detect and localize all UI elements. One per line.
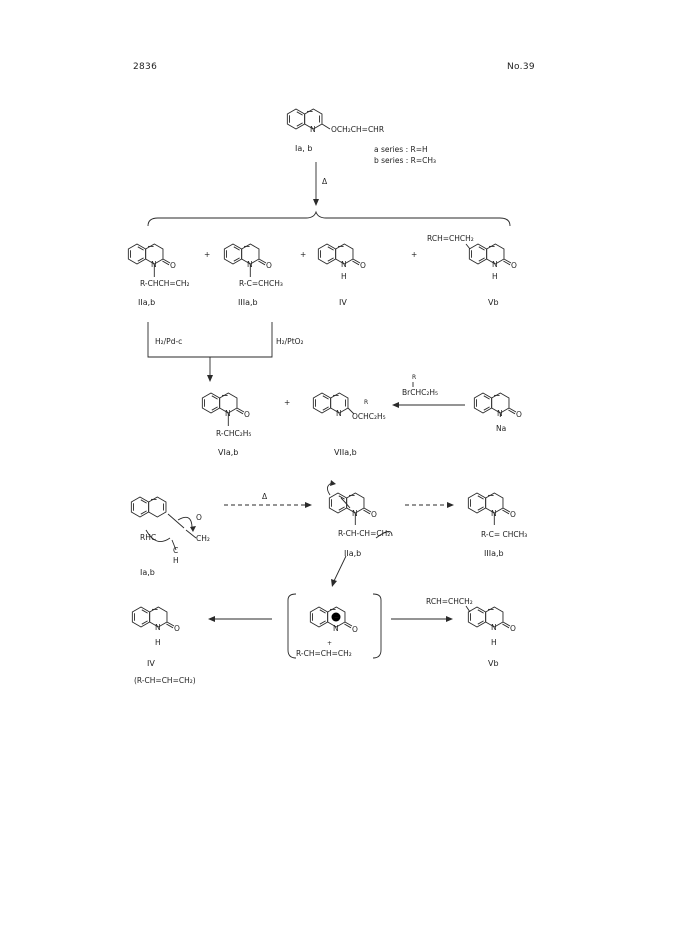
series-b: b series : R=CH₃ bbox=[374, 156, 436, 165]
ring-O: O bbox=[266, 261, 272, 270]
start-label: Ia, b bbox=[295, 144, 312, 153]
comp4-label: IV bbox=[339, 298, 347, 307]
start-substituent: OCH₂CH=CHR bbox=[331, 125, 384, 134]
ring-N: N bbox=[491, 509, 497, 518]
mechanism-intermediate-structure bbox=[327, 480, 393, 539]
ring-O: O bbox=[510, 624, 516, 633]
product-Vb-sub: RCH=CHCH₂ bbox=[426, 597, 473, 606]
ring-O: O bbox=[510, 510, 516, 519]
ring-N: N bbox=[310, 125, 316, 134]
product-IV-structure bbox=[132, 607, 174, 628]
mechanism-start-structure bbox=[131, 497, 197, 551]
ring-H: H bbox=[492, 272, 498, 281]
ring-O: O bbox=[516, 410, 522, 419]
ring-N: N bbox=[497, 409, 503, 418]
product-Vb-structure bbox=[465, 605, 510, 628]
comp6-substituent: R-CHC₂H₅ bbox=[216, 429, 251, 438]
compound-Ia-structure bbox=[287, 109, 331, 129]
mechanism-mid-sub: R-CH-CH=CH₂ bbox=[338, 529, 390, 538]
ring-O: O bbox=[174, 624, 180, 633]
bromide-R: R bbox=[412, 374, 416, 381]
arrow-mechanism-3 bbox=[333, 555, 347, 582]
product-brace bbox=[147, 210, 511, 227]
sodium-label: Na bbox=[496, 424, 506, 433]
ring-H: H bbox=[155, 638, 161, 647]
mechanism-start-label: Ia,b bbox=[140, 568, 155, 577]
mechanism-start-ch2: CH₂ bbox=[196, 534, 210, 543]
ring-O: O bbox=[352, 625, 358, 634]
ring-O: O bbox=[371, 510, 377, 519]
comp3-substituent: R-C=CHCH₃ bbox=[239, 279, 283, 288]
ring-O: O bbox=[244, 410, 250, 419]
ring-H: H bbox=[341, 272, 347, 281]
reagent-right: H₂/PtO₂ bbox=[276, 337, 304, 346]
comp3-label: IIIa,b bbox=[238, 298, 258, 307]
product-IV-label: IV bbox=[147, 659, 155, 668]
comp5-label: Vb bbox=[488, 298, 499, 307]
ring-N: N bbox=[341, 260, 347, 269]
ion-pair-bracket-right bbox=[372, 593, 382, 659]
ring-N: N bbox=[352, 509, 358, 518]
mechanism-right-structure bbox=[468, 493, 510, 525]
comp7-R: R bbox=[364, 399, 368, 406]
plus-4: + bbox=[284, 398, 290, 407]
sodium-salt-structure bbox=[474, 393, 516, 420]
comp6-label: VIa,b bbox=[218, 448, 238, 457]
ring-N: N bbox=[155, 623, 161, 632]
comp2-label: IIa,b bbox=[138, 298, 155, 307]
comp5-substituent: RCH=CHCH₂ bbox=[427, 234, 474, 243]
compound-IV-structure bbox=[318, 244, 360, 265]
page-number: 2836 bbox=[133, 62, 158, 72]
ion-pair-structure bbox=[310, 607, 352, 628]
ring-N: N bbox=[491, 623, 497, 632]
series-a: a series : R=H bbox=[374, 145, 428, 154]
ring-N: N bbox=[333, 624, 339, 633]
comp7-substituent: OCHC₂H₅ bbox=[352, 412, 386, 421]
ring-O: O bbox=[511, 261, 517, 270]
ring-O: O bbox=[170, 261, 176, 270]
ion-pair-plus: + bbox=[327, 640, 332, 647]
plus-3: + bbox=[411, 250, 417, 259]
ring-N: N bbox=[492, 260, 498, 269]
product-Vb-label: Vb bbox=[488, 659, 499, 668]
compound-IIa-structure bbox=[128, 244, 170, 277]
ion-pair-sub: R-CH=CH=CH₂ bbox=[296, 649, 352, 658]
mechanism-start-O: O bbox=[196, 513, 202, 522]
ion-pair-bracket-left bbox=[287, 593, 297, 659]
mechanism-start-c: C bbox=[173, 546, 178, 555]
ring-H: H bbox=[491, 638, 497, 647]
ring-O: O bbox=[360, 261, 366, 270]
ring-N: N bbox=[225, 409, 231, 418]
ring-N: N bbox=[336, 409, 342, 418]
compound-VIIa-structure bbox=[313, 393, 355, 415]
ring-N: N bbox=[151, 260, 157, 269]
mechanism-mid-label: IIa,b bbox=[344, 549, 361, 558]
mechanism-right-sub: R-C= CHCH₃ bbox=[481, 530, 527, 539]
mechanism-heat: Δ bbox=[262, 492, 268, 501]
compound-Vb-structure bbox=[465, 244, 511, 265]
comp7-label: VIIa,b bbox=[334, 448, 357, 457]
plus-2: + bbox=[300, 250, 306, 259]
compound-VIa-structure bbox=[202, 393, 244, 426]
bromide-reagent: BrCHC₂H₅ bbox=[402, 388, 438, 397]
ring-N: N bbox=[247, 260, 253, 269]
mechanism-start-rhc: RHC bbox=[140, 533, 156, 542]
plus-1: + bbox=[204, 250, 210, 259]
compound-IIIa-structure bbox=[224, 244, 266, 277]
reagent-left: H₂/Pd-c bbox=[155, 337, 182, 346]
ion-pair-minus: − bbox=[334, 614, 339, 621]
mechanism-right-label: IIIa,b bbox=[484, 549, 504, 558]
mechanism-start-H: H bbox=[173, 556, 179, 565]
journal-issue: No.39 bbox=[507, 62, 535, 72]
comp2-substituent: R-CHCH=CH₂ bbox=[140, 279, 190, 288]
product-IV-byproduct: (R-CH=CH=CH₂) bbox=[134, 676, 196, 685]
heat-symbol: Δ bbox=[322, 177, 328, 186]
